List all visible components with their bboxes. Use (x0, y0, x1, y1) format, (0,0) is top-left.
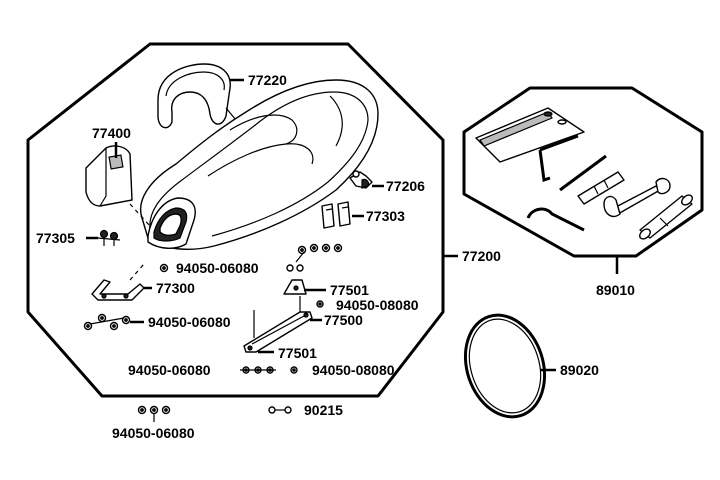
label-77300: 77300 (156, 280, 195, 296)
label-77305: 77305 (36, 230, 75, 246)
seat-strap-inner (468, 318, 542, 414)
wrench-tool (603, 177, 671, 218)
label-77501-a: 77501 (330, 282, 369, 298)
tool-kit-outline (462, 86, 704, 258)
washer-lower-right (290, 366, 298, 374)
label-77206: 77206 (386, 178, 425, 194)
bracket-dash-line (129, 263, 145, 281)
label-89020: 89020 (560, 362, 599, 378)
hook-spanner-tool (526, 207, 585, 232)
clip-part (97, 229, 121, 246)
label-77303: 77303 (366, 208, 405, 224)
label-94050-06080-a: 94050-06080 (176, 260, 259, 276)
tool-bag-part (475, 107, 585, 163)
label-94050-06080-c: 94050-06080 (128, 362, 211, 378)
label-77220: 77220 (248, 72, 287, 88)
seat-lock-cavity (147, 197, 196, 249)
bolt-set-lower (240, 366, 276, 374)
label-94050-08080-b: 94050-08080 (312, 362, 395, 378)
cover-dash-line (129, 203, 151, 227)
label-94050-06080-d: 94050-06080 (112, 425, 195, 441)
seat-strap-part (463, 313, 547, 419)
label-77500: 77500 (324, 312, 363, 328)
box-spanner-tool (639, 194, 693, 240)
label-77501-b: 77501 (278, 345, 317, 361)
hook-part (349, 170, 373, 189)
backrest-arrow (225, 107, 237, 121)
bolt-set-outside (137, 405, 171, 422)
washer-upper-right (316, 300, 324, 308)
hex-key-tool (538, 134, 579, 182)
bolt-set-middle (83, 313, 131, 331)
screwdriver-tool (559, 154, 625, 205)
rubber-pads-part (321, 201, 351, 229)
label-77400: 77400 (92, 125, 131, 141)
label-94050-08080-a: 94050-08080 (336, 297, 419, 313)
backrest-part (157, 63, 231, 129)
hinge-plate-upper (283, 279, 307, 295)
label-90215: 90215 (304, 402, 343, 418)
label-77200: 77200 (462, 248, 501, 264)
seat-part (140, 79, 379, 250)
washer-left (159, 263, 169, 273)
bolt-set-upper (286, 243, 343, 272)
seat-bracket-part (91, 279, 145, 301)
seat-assembly-outline (26, 42, 445, 398)
label-94050-06080-b: 94050-06080 (148, 314, 231, 330)
screw-90215 (268, 406, 292, 414)
seat-cover-part (85, 145, 133, 207)
label-89010: 89010 (596, 282, 635, 298)
